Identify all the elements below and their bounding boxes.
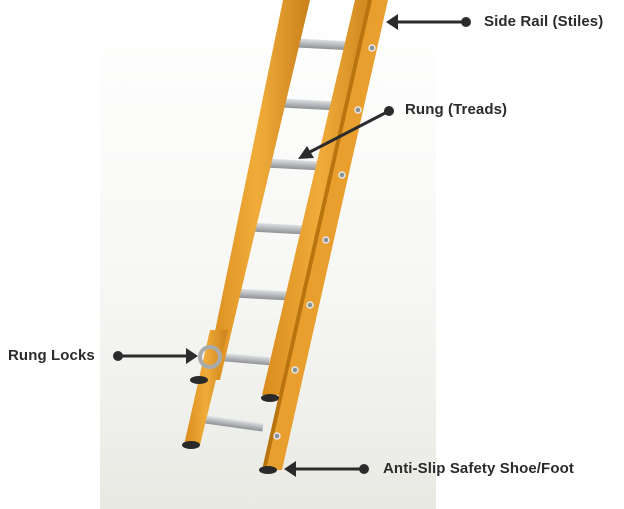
side-rail-arrowhead-icon: [386, 14, 398, 30]
shoe-arrowhead-icon: [284, 461, 296, 477]
side-rail-label: Side Rail (Stiles): [484, 13, 604, 30]
rung-locks-dot-icon: [113, 351, 123, 361]
rung-arrowhead-icon: [298, 146, 314, 159]
rung-locks-arrowhead-icon: [186, 348, 198, 364]
ladder-illustration: [100, 0, 436, 509]
ladder-photo: [100, 0, 436, 509]
rung-label: Rung (Treads): [405, 101, 508, 118]
safety-shoe-label: Anti-Slip Safety Shoe/Foot: [383, 460, 574, 477]
rung-locks-label: Rung Locks: [8, 347, 95, 364]
side-rail-dot-icon: [461, 17, 471, 27]
rung-arrow-line: [305, 109, 390, 156]
shoe-dot-icon: [359, 464, 369, 474]
rung-dot-icon: [384, 106, 394, 116]
ladder-feet: [182, 376, 279, 474]
